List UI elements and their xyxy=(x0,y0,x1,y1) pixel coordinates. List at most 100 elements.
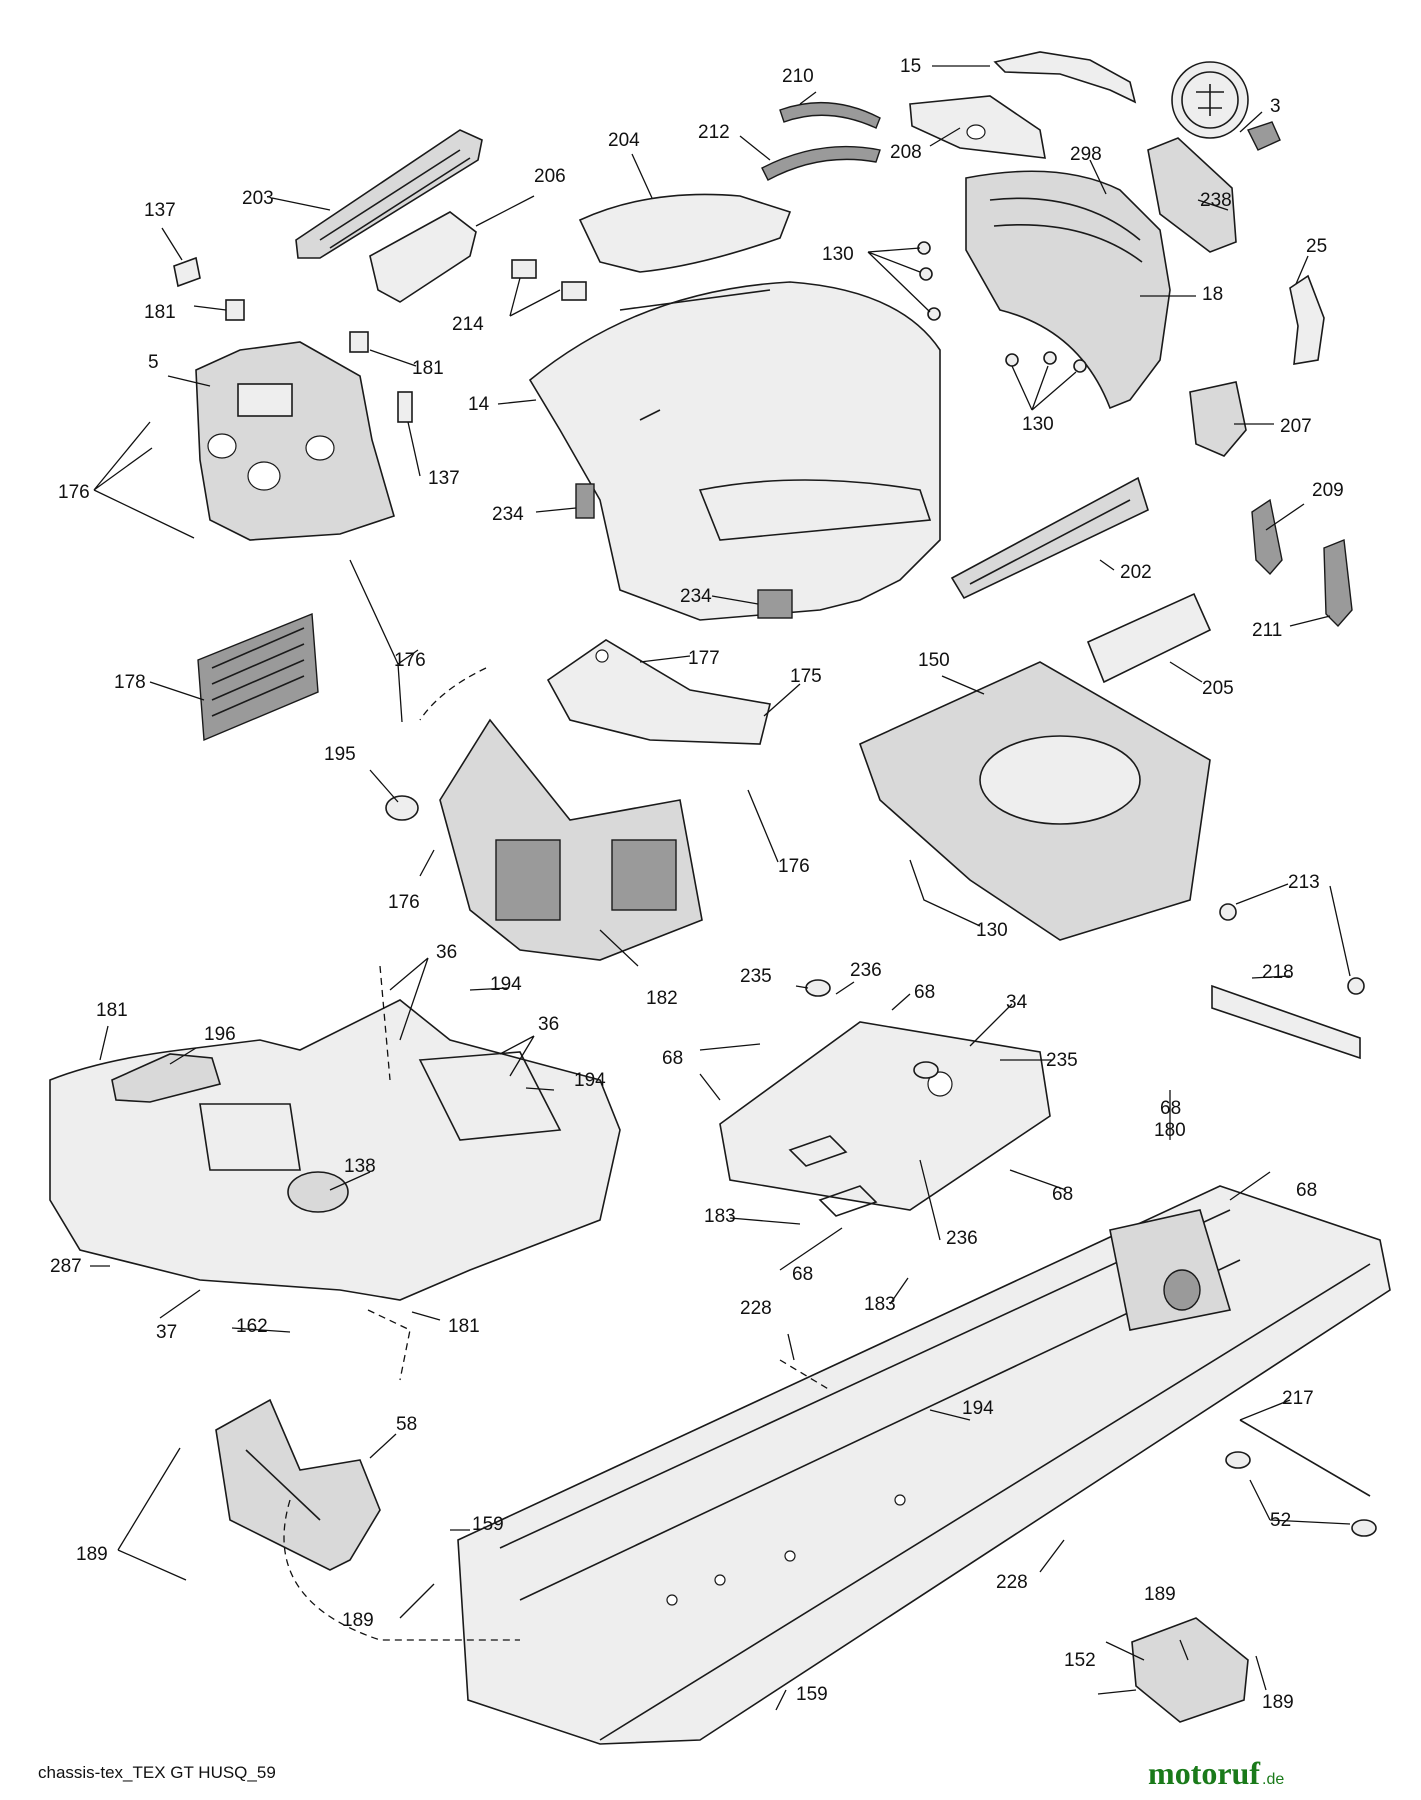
part-234-label xyxy=(575,483,793,619)
part-203-dash-grille xyxy=(295,129,483,259)
part-213-218-bar xyxy=(1211,903,1365,1060)
part-25-fender-trim xyxy=(1289,274,1325,365)
part-207-light-bezel xyxy=(1189,381,1247,457)
callout-176: 176 xyxy=(58,482,90,503)
callout-34: 34 xyxy=(1006,992,1028,1013)
callout-68-f: 68 xyxy=(792,1264,813,1285)
part-211-grille-side xyxy=(1323,539,1353,628)
watermark-suffix: .de xyxy=(1262,1771,1284,1788)
part-178-vent-panel xyxy=(197,612,319,742)
callout-3: 3 xyxy=(1270,96,1281,117)
callout-159-b: 159 xyxy=(796,1684,828,1705)
callout-204: 204 xyxy=(608,130,640,151)
leader-lines xyxy=(90,65,1351,1711)
callout-236: 236 xyxy=(850,960,882,981)
callout-238: 238 xyxy=(1200,190,1232,211)
callout-5: 5 xyxy=(148,352,159,373)
callout-195: 195 xyxy=(324,744,356,765)
assembly-line xyxy=(779,1359,831,1391)
callout-152: 152 xyxy=(1064,1650,1096,1671)
callout-68-c: 68 xyxy=(1160,1098,1181,1119)
part-206-bracket xyxy=(369,211,477,303)
callout-178: 178 xyxy=(114,672,146,693)
callout-130-top: 130 xyxy=(822,244,854,265)
part-195-plug xyxy=(385,795,419,821)
callout-52: 52 xyxy=(1270,1510,1291,1531)
assembly-line xyxy=(367,1309,411,1381)
callout-202: 202 xyxy=(1120,562,1152,583)
callout-205: 205 xyxy=(1202,678,1234,699)
callout-228: 228 xyxy=(740,1298,772,1319)
part-180-frame xyxy=(457,1185,1391,1745)
callout-228-b: 228 xyxy=(996,1572,1028,1593)
callout-176-c: 176 xyxy=(778,856,810,877)
callout-181-d: 181 xyxy=(448,1316,480,1337)
callout-183: 183 xyxy=(704,1206,736,1227)
callout-234: 234 xyxy=(492,504,524,525)
callout-labels: 15 3 210 212 208 204 203 206 137 298 238… xyxy=(50,56,1344,1713)
callout-217: 217 xyxy=(1282,1388,1314,1409)
callout-176-d: 176 xyxy=(388,892,420,913)
callout-189: 189 xyxy=(76,1544,108,1565)
callout-189-d: 189 xyxy=(1262,1692,1294,1713)
callout-182: 182 xyxy=(646,988,678,1009)
part-196-pedal-pad xyxy=(111,1053,222,1103)
part-217-rod xyxy=(1225,1419,1377,1537)
callout-130-b: 130 xyxy=(1022,414,1054,435)
part-182-front-housing xyxy=(439,718,703,961)
callout-181: 181 xyxy=(144,302,176,323)
callout-235: 235 xyxy=(740,966,772,987)
callout-37: 37 xyxy=(156,1322,177,1343)
callout-68: 68 xyxy=(914,982,935,1003)
part-209-grille-side xyxy=(1251,498,1283,576)
callout-159: 159 xyxy=(472,1514,504,1535)
part-177-175-bracket xyxy=(546,639,771,745)
part-204-hood-top xyxy=(578,193,792,273)
callout-209: 209 xyxy=(1312,480,1344,501)
part-181-bushing xyxy=(225,299,369,353)
callout-210: 210 xyxy=(782,66,814,87)
callout-175: 175 xyxy=(790,666,822,687)
callout-189-c: 189 xyxy=(342,1610,374,1631)
callout-176-b: 176 xyxy=(394,650,426,671)
callout-162: 162 xyxy=(236,1316,268,1337)
callout-208: 208 xyxy=(890,142,922,163)
part-202-front-grille xyxy=(950,476,1149,600)
callout-236-b: 236 xyxy=(946,1228,978,1249)
callout-68-e: 68 xyxy=(1296,1180,1317,1201)
part-58-bracket xyxy=(215,1398,381,1571)
callout-181-c: 181 xyxy=(96,1000,128,1021)
callout-196: 196 xyxy=(204,1024,236,1045)
part-208-headlight-bezel xyxy=(909,95,1046,159)
watermark-logo: motoruf .de xyxy=(1148,1755,1284,1791)
part-214-clips xyxy=(511,259,587,301)
callout-189-b: 189 xyxy=(1144,1584,1176,1605)
watermark-brand: motoruf xyxy=(1148,1755,1260,1791)
callout-194: 194 xyxy=(490,974,522,995)
part-3-emblem xyxy=(1171,61,1281,151)
callout-298: 298 xyxy=(1070,144,1102,165)
part-137-clip-b xyxy=(397,391,413,423)
callout-150: 150 xyxy=(918,650,950,671)
callout-287: 287 xyxy=(50,1256,82,1277)
assembly-line xyxy=(419,667,487,721)
callout-58: 58 xyxy=(396,1414,417,1435)
callout-235-b: 235 xyxy=(1046,1050,1078,1071)
callout-234-b: 234 xyxy=(680,586,712,607)
callout-137: 137 xyxy=(144,200,176,221)
callout-138: 138 xyxy=(344,1156,376,1177)
part-34-mount-plate xyxy=(719,1021,1051,1217)
callout-68-d: 68 xyxy=(1052,1184,1073,1205)
callout-36-b: 36 xyxy=(538,1014,559,1035)
callout-181-b: 181 xyxy=(412,358,444,379)
callout-213: 213 xyxy=(1288,872,1320,893)
callout-68-b: 68 xyxy=(662,1048,683,1069)
part-238-light-housing xyxy=(1147,137,1237,253)
callout-25: 25 xyxy=(1306,236,1327,257)
part-137-clip xyxy=(173,256,201,288)
callout-203: 203 xyxy=(242,188,274,209)
callout-218: 218 xyxy=(1262,962,1294,983)
callout-206: 206 xyxy=(534,166,566,187)
callout-36: 36 xyxy=(436,942,457,963)
